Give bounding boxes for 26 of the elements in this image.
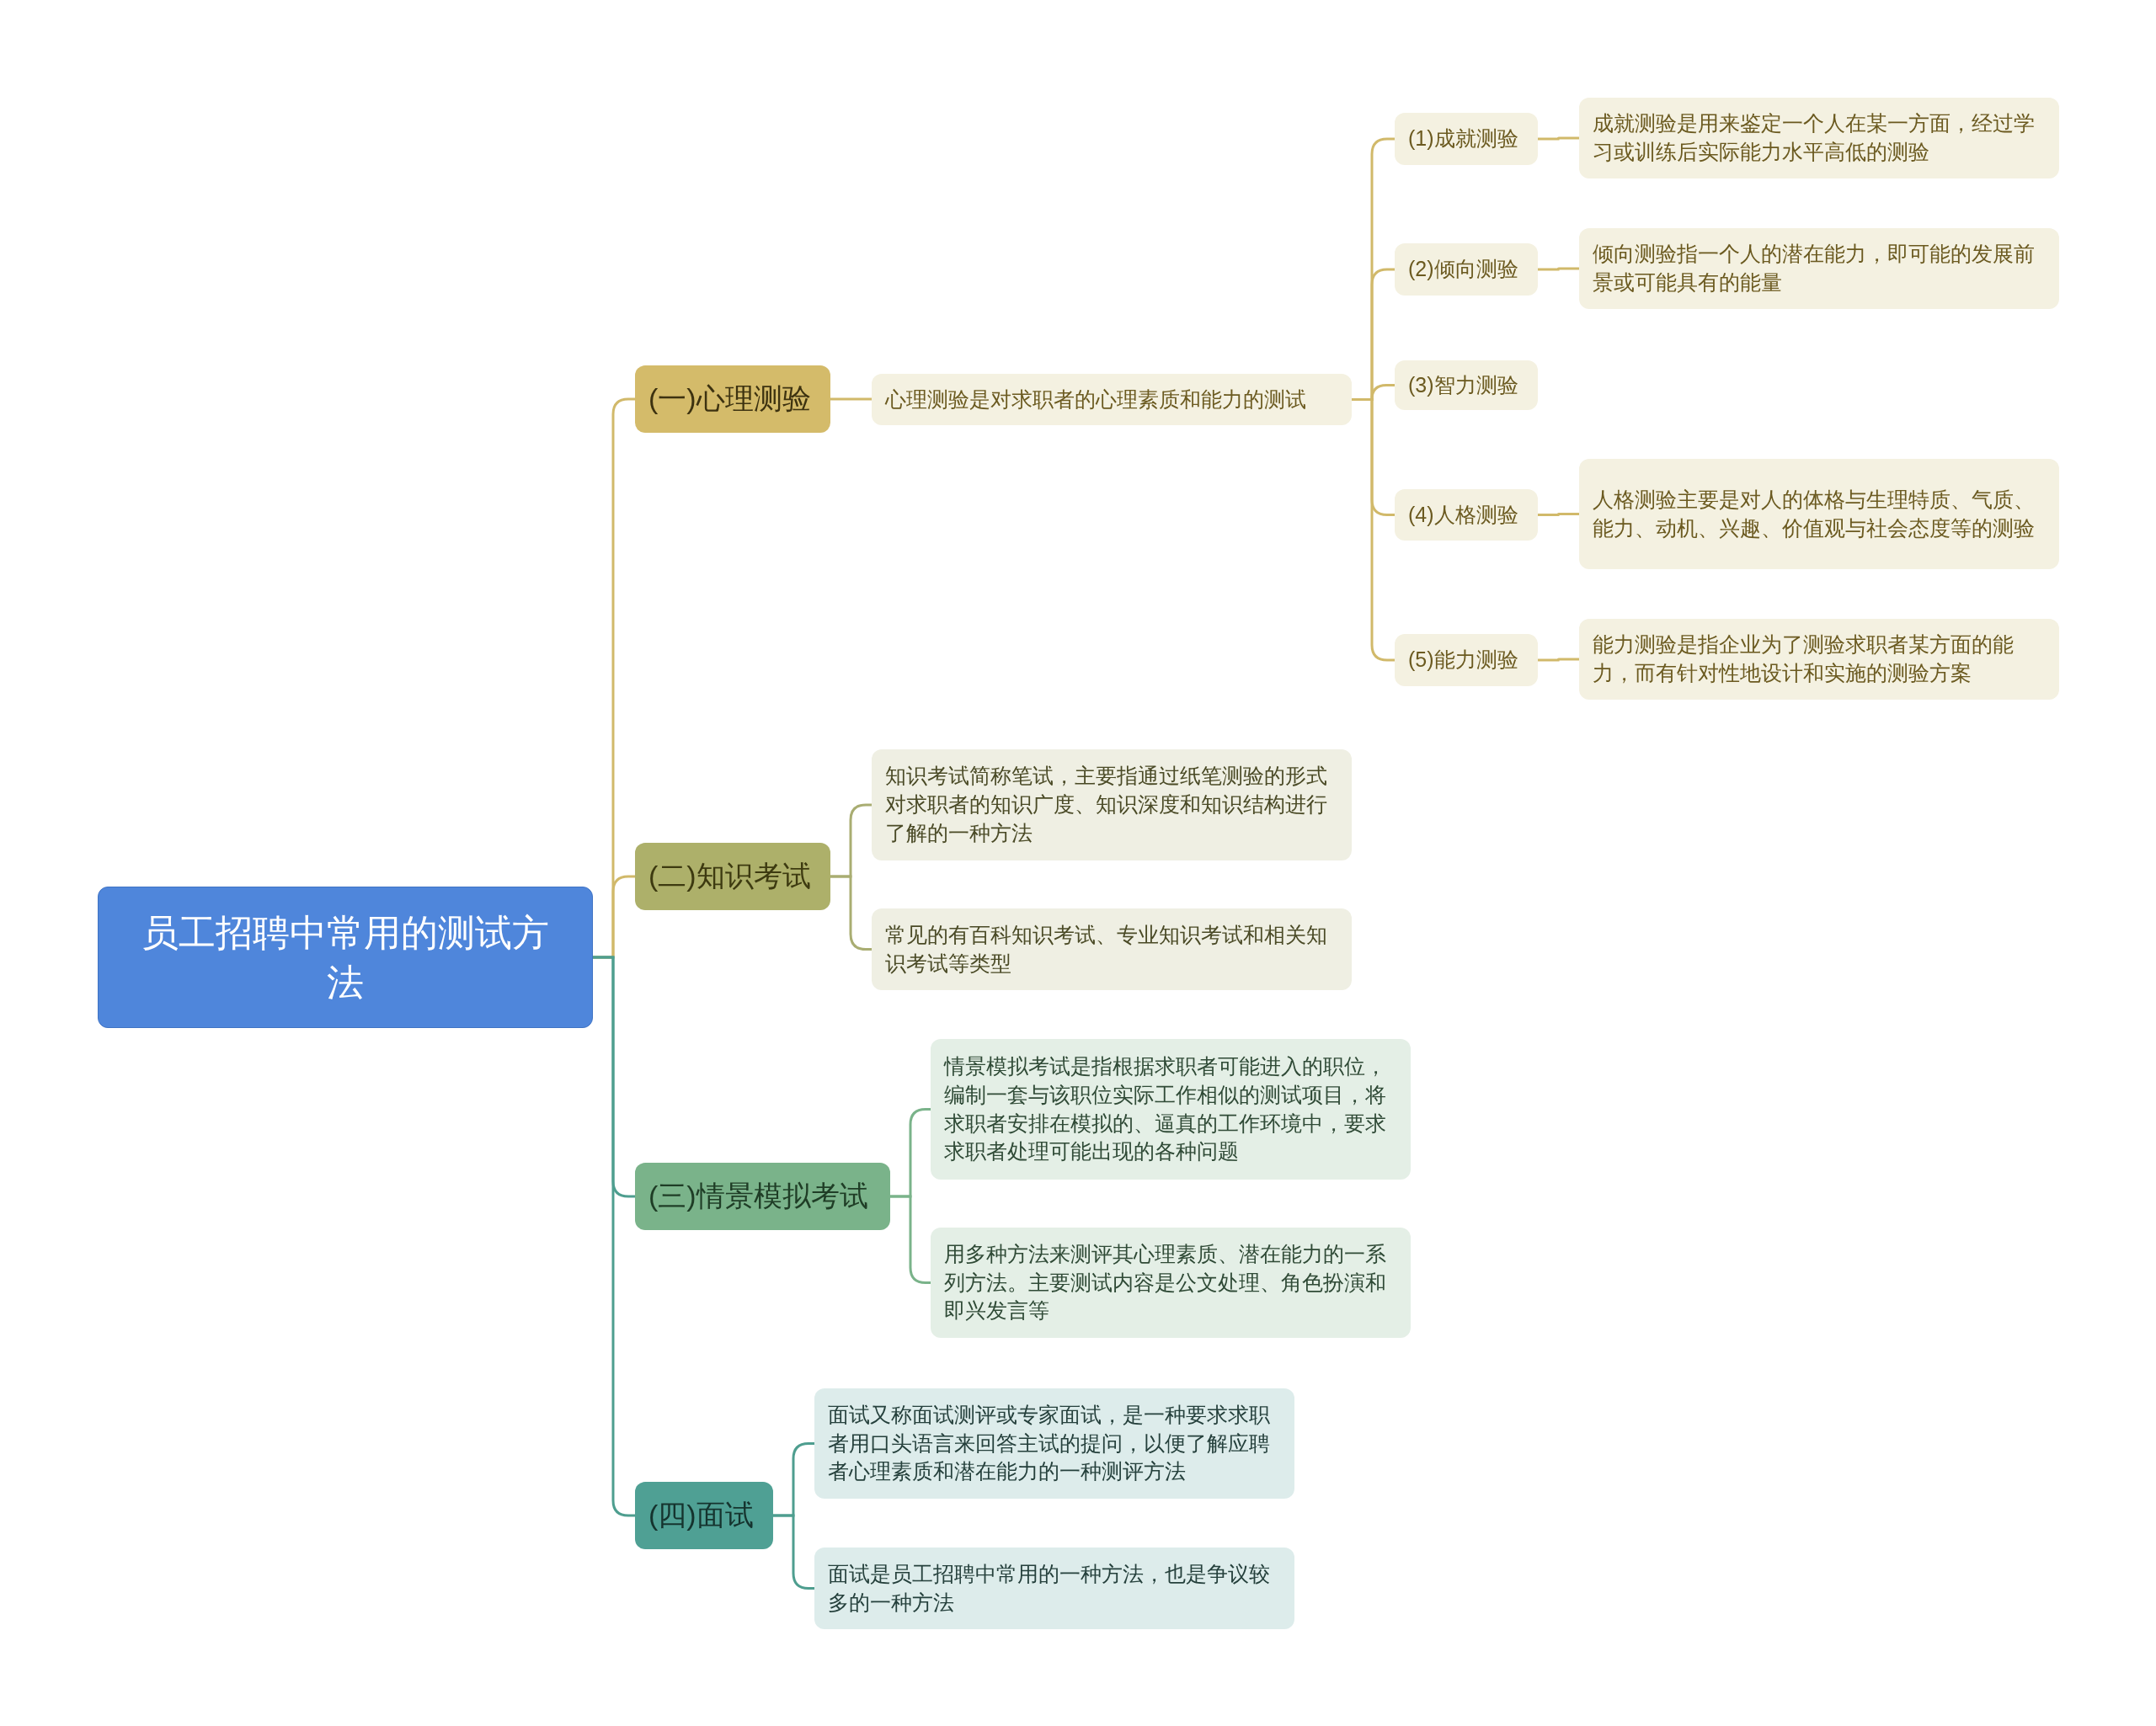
connector-line: [830, 397, 872, 401]
subtopic-box: 用多种方法来测评其心理素质、潜在能力的一系列方法。主要测试内容是公文处理、角色扮演和即兴发言等: [931, 1228, 1411, 1338]
connector-line: [1538, 513, 1579, 516]
subtopic-box: 倾向测验指一个人的潜在能力，即可能的发展前景或可能具有的能量: [1579, 228, 2059, 309]
connector-line: [1538, 658, 1579, 662]
branch-topic-box: (四)面试: [635, 1482, 773, 1549]
subtopic-box: 知识考试简称笔试，主要指通过纸笔测验的形式对求职者的知识广度、知识深度和知识结构进行了解的一种方法: [872, 749, 1352, 860]
connector-line: [1538, 136, 1579, 141]
subtopic-box: (1)成就测验: [1395, 113, 1538, 165]
subtopic-box: 面试又称面试测评或专家面试，是一种要求求职者用口头语言来回答主试的提问，以便了解应聘者心理素质和潜在能力的一种测评方法: [814, 1388, 1294, 1499]
subtopic-box: 情景模拟考试是指根据求职者可能进入的职位，编制一套与该职位实际工作相似的测试项目，将求职者安排在模拟的、逼真的工作环境中，要求求职者处理可能出现的各种问题: [931, 1039, 1411, 1180]
subtopic-box: (3)智力测验: [1395, 360, 1538, 410]
central-topic-box: 员工招聘中常用的测试方法: [98, 887, 593, 1028]
subtopic-box: 面试是员工招聘中常用的一种方法，也是争议较多的一种方法: [814, 1548, 1294, 1629]
subtopic-box: 成就测验是用来鉴定一个人在某一方面，经过学习或训练后实际能力水平高低的测验: [1579, 98, 2059, 178]
subtopic-box: (4)人格测验: [1395, 489, 1538, 541]
subtopic-box: 常见的有百科知识考试、专业知识考试和相关知识考试等类型: [872, 908, 1352, 990]
subtopic-box: 人格测验主要是对人的体格与生理特质、气质、能力、动机、兴趣、价值观与社会态度等的测验: [1579, 459, 2059, 569]
subtopic-box: (2)倾向测验: [1395, 243, 1538, 296]
branch-topic-box: (一)心理测验: [635, 365, 830, 433]
subtopic-box: 心理测验是对求职者的心理素质和能力的测试: [872, 374, 1352, 425]
subtopic-box: (5)能力测验: [1395, 634, 1538, 686]
branch-topic-box: (二)知识考试: [635, 843, 830, 910]
subtopic-box: 能力测验是指企业为了测验求职者某方面的能力，而有针对性地设计和实施的测验方案: [1579, 619, 2059, 700]
branch-topic-box: (三)情景模拟考试: [635, 1163, 890, 1230]
connector-line: [1538, 267, 1579, 271]
